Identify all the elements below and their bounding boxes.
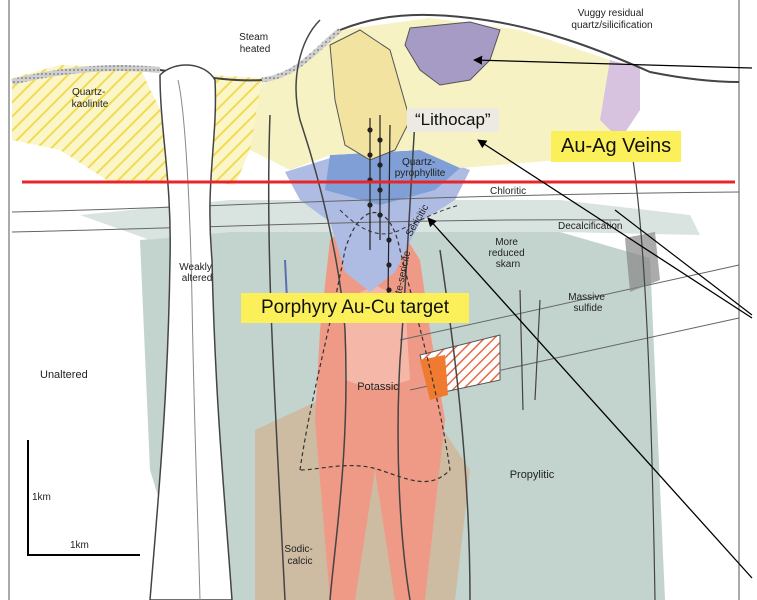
vein-right-1 (519, 289, 524, 411)
label-quartz-pyrophyllite: Quartz- pyrophyllite (395, 157, 446, 179)
label-decalcification: Decalcification (558, 221, 622, 232)
label-propylitic: Propylitic (510, 469, 555, 481)
strata-line-3 (399, 264, 740, 341)
vein-right-2 (534, 299, 541, 401)
feeder-dike-left (267, 114, 286, 600)
vuggy-quartz-zone-2 (600, 60, 640, 140)
porphyry-target-callout: Porphyry Au-Cu target (241, 293, 469, 323)
au-ag-veins-callout: Au-Ag Veins (551, 131, 682, 162)
vein-fan-right (629, 139, 656, 600)
strata-line-2 (11, 219, 621, 233)
label-more-reduced-skarn: More reduced skarn (489, 237, 528, 270)
scale-bar (27, 440, 140, 556)
skarn-orange (420, 355, 448, 400)
lithocap-callout: “Lithocap” (407, 108, 499, 132)
label-massive-sulfide: Massive sulfide (568, 292, 607, 314)
diatreme-inner (177, 79, 201, 600)
vuggy-quartz-zone (404, 21, 501, 86)
label-scale-vertical: 1km (32, 492, 51, 503)
strata-line-1 (11, 191, 740, 213)
quartz-kaolinite-zone-2 (210, 75, 262, 185)
ground-surface-texture (11, 65, 161, 85)
label-steam-heated: Steam heated (239, 32, 271, 55)
label-scale-horizontal: 1km (70, 540, 89, 551)
feeder-dike-right (439, 249, 471, 600)
quartz-kaolinite-zone (12, 65, 170, 182)
label-sodic-calcic: Sodic- calcic (284, 544, 315, 567)
ground-surface-texture-2 (261, 28, 342, 83)
label-potassic: Potassic (357, 381, 399, 393)
label-vuggy: Vuggy residual quartz/silicification (571, 8, 652, 31)
pointer-veins (614, 209, 753, 316)
pointer-porphyry (427, 217, 753, 579)
label-chloritic: Chloritic (490, 186, 526, 197)
quartz-pyrophyllite-zone (325, 150, 460, 205)
massive-sulfide-zone (625, 232, 660, 292)
label-unaltered: Unaltered (40, 369, 88, 381)
porphyry-stock-2 (397, 119, 416, 600)
label-weakly-altered: Weakly altered (179, 262, 214, 284)
diatreme-pipe (149, 64, 233, 600)
stockwork-veins (367, 115, 392, 301)
porphyry-stock (295, 19, 347, 600)
sericitic-boundary (339, 204, 461, 235)
pointer-vuggy (473, 55, 753, 69)
pointer-lithocap (477, 139, 753, 319)
label-quartz-kaolinite: Quartz- kaolinite (72, 87, 109, 110)
